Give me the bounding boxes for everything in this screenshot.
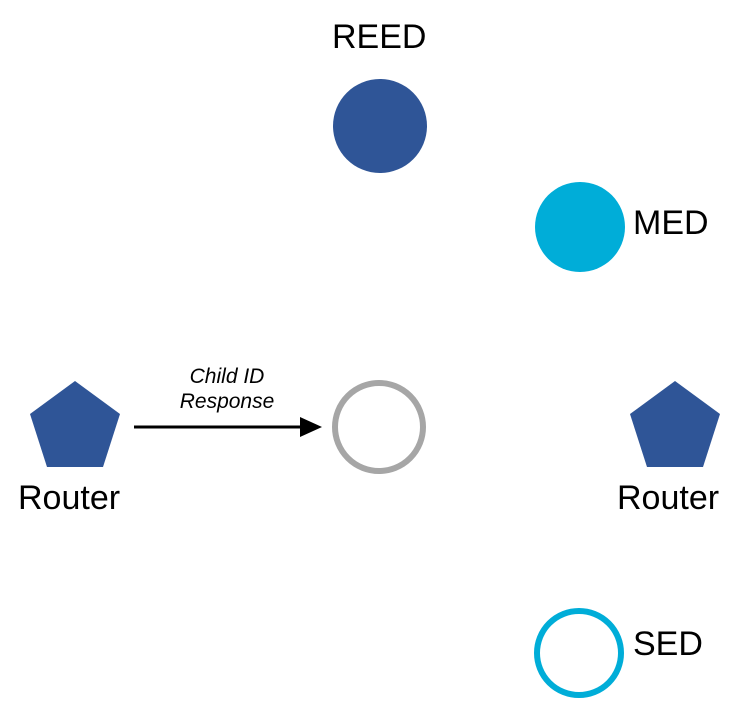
med-node-circle[interactable] <box>535 182 625 272</box>
child-id-response-arrow-head <box>300 417 322 437</box>
router-right-node-pentagon[interactable] <box>630 381 720 467</box>
child-id-response-arrow[interactable] <box>134 417 322 437</box>
router-right-node-label: Router <box>617 479 720 517</box>
child-id-response-label-line-1: Child ID <box>189 365 265 388</box>
child-id-response-edge-label: Child ID Response <box>147 364 307 414</box>
child-id-response-label-line-2: Response <box>179 390 275 413</box>
sed-node-label: SED <box>633 625 703 663</box>
joining-device-node-circle[interactable] <box>332 380 426 474</box>
med-node-label: MED <box>633 204 709 242</box>
router-left-node-label: Router <box>18 479 121 517</box>
reed-node-circle[interactable] <box>333 79 427 173</box>
router-left-node-pentagon[interactable] <box>30 381 120 467</box>
reed-node-label: REED <box>332 18 427 56</box>
sed-node-circle[interactable] <box>534 608 624 698</box>
